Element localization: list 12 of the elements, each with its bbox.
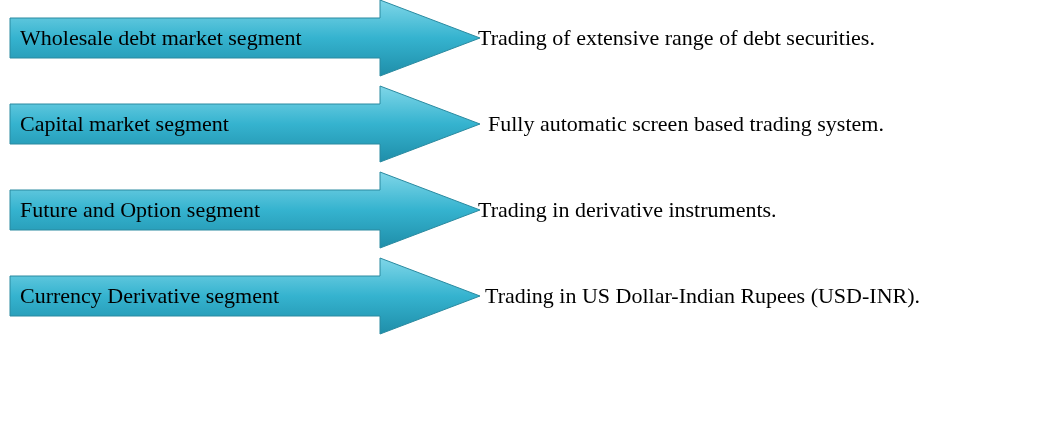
segment-label: Future and Option segment <box>20 196 261 224</box>
arrow-shaped-box <box>10 86 480 162</box>
description-text: Trading in derivative instruments. <box>478 196 778 224</box>
arrow-shaped-box <box>10 258 480 334</box>
description-text: Trading of extensive range of debt securities. <box>478 24 876 52</box>
description-text: Trading in US Dollar-Indian Rupees (USD-INR). <box>485 282 922 310</box>
description-text: Fully automatic screen based trading system. <box>488 110 885 138</box>
segment-label: Wholesale debt market segment <box>20 24 302 52</box>
arrow-shaped-box <box>10 0 480 76</box>
arrow-shaped-box <box>10 172 480 248</box>
segment-label: Capital market segment <box>20 110 229 138</box>
segment-label: Currency Derivative segment <box>20 282 279 310</box>
